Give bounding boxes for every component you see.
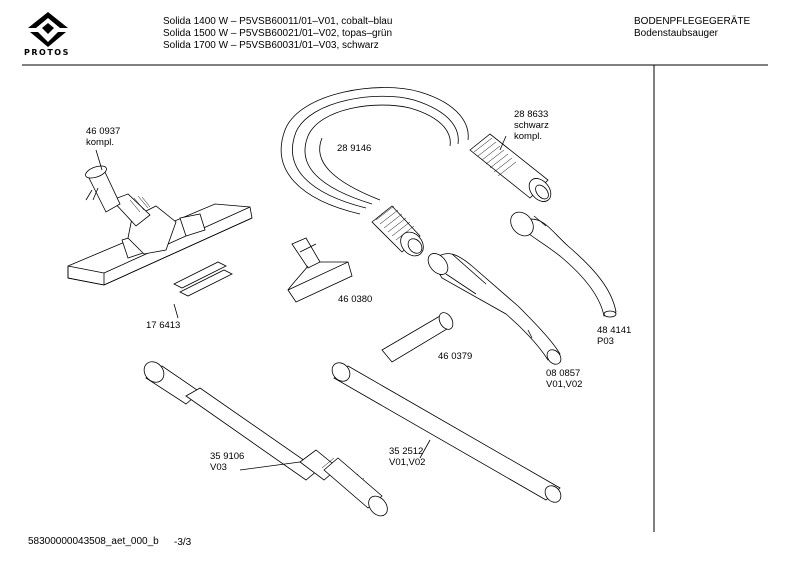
model-line-2: Solida 1500 W – P5VSB60021/01–V02, topas… (163, 28, 393, 39)
brand-logo: PROTOS (22, 10, 74, 60)
plain-tube (331, 362, 562, 503)
part-label-460379: 46 0379 (438, 351, 473, 362)
suction-hose (280, 87, 469, 215)
crevice-nozzle (381, 312, 454, 363)
document-id: 58300000043508_aet_000_b (28, 536, 159, 547)
protos-logo-icon (28, 12, 68, 47)
category-subtitle: Bodenstaubsauger (634, 28, 718, 39)
model-line-3: Solida 1700 W – P5VSB60031/01–V03, schwa… (163, 40, 379, 51)
upholstery-nozzle (287, 237, 353, 303)
hose-connector-lower (371, 205, 424, 257)
floor-nozzle (67, 149, 253, 286)
telescopic-tube (143, 361, 388, 517)
category-title: BODENPFLEGEGERÄTE (634, 16, 751, 27)
seal-strips (173, 261, 233, 319)
handle-tube (427, 253, 562, 365)
part-label-460380: 46 0380 (338, 294, 373, 305)
hose-connector-upper (469, 133, 552, 202)
page-number: -3/3 (174, 537, 192, 548)
brand-name: PROTOS (24, 48, 70, 57)
part-label-289146: 28 9146 (337, 143, 372, 154)
model-line-1: Solida 1400 W – P5VSB60011/01–V01, cobal… (163, 16, 393, 27)
part-label-176413: 17 6413 (146, 320, 181, 331)
bent-tube (510, 211, 617, 318)
